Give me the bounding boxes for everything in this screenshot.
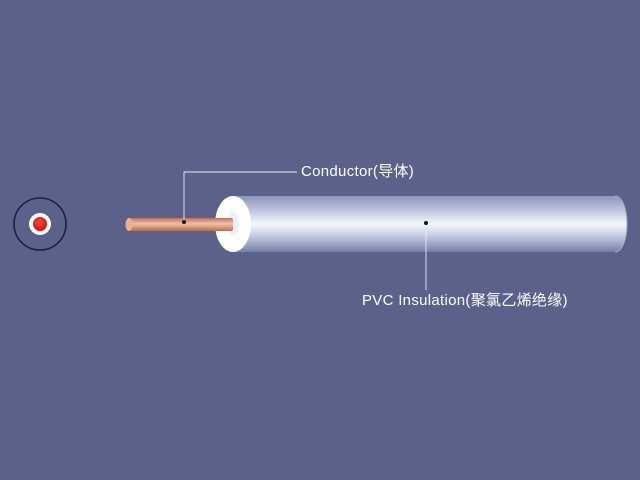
- conductor-pointer-dot: [182, 220, 186, 224]
- cross-section-conductor-core: [33, 217, 47, 231]
- cable-side-view: [215, 195, 628, 253]
- insulation-jacket: [233, 196, 627, 252]
- conductor-leader-line: [183, 171, 297, 222]
- conductor-tip: [125, 218, 133, 231]
- conductor-label: Conductor(导体): [301, 163, 415, 180]
- leader-lines: [183, 171, 427, 290]
- insulation-label: PVC Insulation(聚氯乙烯绝缘): [362, 292, 568, 309]
- exposed-conductor: [125, 218, 233, 231]
- insulation-end-cap: [614, 195, 628, 253]
- insulation-pointer-dot: [424, 221, 428, 225]
- cross-section: [13, 197, 67, 251]
- conductor-wire: [129, 218, 233, 231]
